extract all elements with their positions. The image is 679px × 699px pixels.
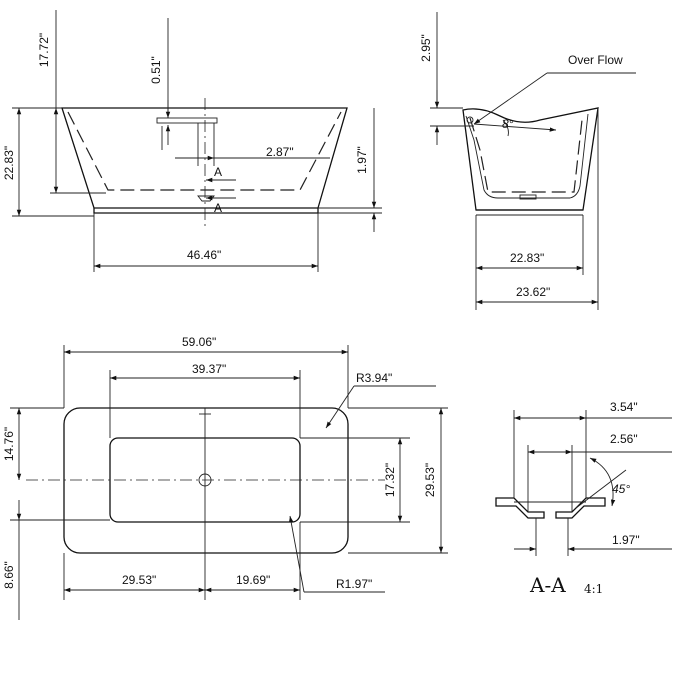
plan-inner-length-label: 39.37" [192, 362, 226, 376]
overflow-label: Over Flow [568, 53, 623, 67]
plan-outer-outline [63, 407, 349, 554]
side-tub-outline [462, 107, 599, 211]
detail-outer-diameter-label: 3.54" [610, 400, 638, 414]
plan-total-width-label: 29.53" [423, 463, 437, 497]
faucet-symbol [156, 117, 218, 124]
side-view: Over Flow 8° 2.95" 22.83" 23.62" [419, 12, 636, 310]
front-inner-depth-label: 17.72" [37, 33, 51, 67]
plan-view: 59.06" 39.37" R3.94" 14.76" 8.66" 17.32"… [2, 335, 448, 620]
section-title: A-A [529, 573, 566, 597]
side-total-depth-label: 23.62" [516, 285, 550, 299]
front-total-height-label: 22.83" [2, 146, 16, 180]
plan-inner-radius-label: R1.97" [336, 577, 372, 591]
front-tub-base [93, 208, 319, 214]
front-base-height-label: 1.97" [355, 146, 369, 174]
side-overflow-depth-label: 2.95" [419, 34, 433, 62]
detail-inner-diameter-label: 1.97" [612, 533, 640, 547]
detail-angle-label: 45° [612, 482, 630, 496]
section-marker-a-bottom: A [214, 201, 222, 215]
side-drain-symbol [519, 194, 537, 200]
detail-mid-diameter-label: 2.56" [610, 432, 638, 446]
plan-drain-from-left-label: 29.53" [122, 573, 156, 587]
front-base-width-label: 46.46" [187, 248, 221, 262]
side-base-depth-label: 22.83" [510, 251, 544, 265]
side-inner-cavity [469, 117, 583, 193]
plan-corner-radius-label: R3.94" [356, 371, 392, 385]
drain-symbol [197, 195, 215, 202]
plan-half-width-label: 14.76" [2, 427, 16, 461]
section-detail: 3.54" 2.56" 1.97" 45° A-A 4:1 [495, 400, 672, 597]
front-drain-offset-label: 2.87" [266, 145, 294, 159]
side-angle-label: 8° [502, 117, 514, 131]
front-inner-cavity [67, 111, 342, 191]
front-view: 22.83" 17.72" 0.51" 2.87" A A 1.97" 46.4… [2, 10, 382, 272]
plan-total-length-label: 59.06" [182, 335, 216, 349]
drain-section-profile [495, 497, 545, 519]
plan-drain-symbol [198, 473, 212, 487]
overflow-symbol [466, 116, 474, 124]
section-marker-a-top: A [214, 165, 222, 179]
side-inner-wall [465, 113, 589, 199]
plan-edge-offset-label: 8.66" [2, 561, 16, 589]
front-rim-thickness-label: 0.51" [149, 56, 163, 84]
plan-inner-width-label: 17.32" [383, 463, 397, 497]
plan-drain-to-inner-label: 19.69" [236, 573, 270, 587]
section-scale: 4:1 [584, 582, 603, 596]
